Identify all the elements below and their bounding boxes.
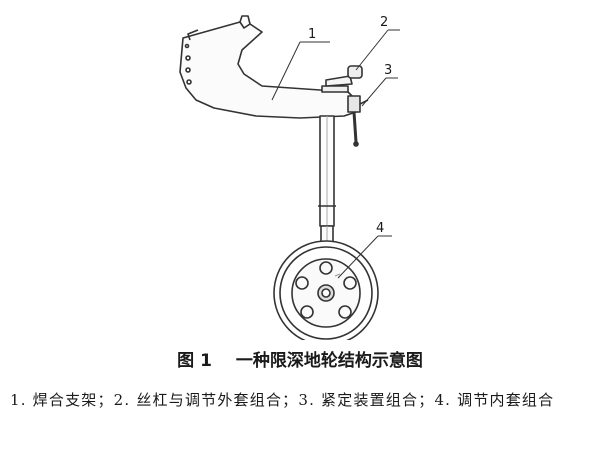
depth-wheel-diagram: 1 2 3 4 [179, 15, 400, 340]
welded-bracket [179, 21, 357, 119]
locking-device [347, 95, 369, 147]
crank-handle [325, 75, 353, 87]
wheel [273, 240, 379, 340]
callout-2: 2 [380, 15, 388, 30]
figure-legend: 1. 焊合支架；2. 丝杠与调节外套组合；3. 紧定装置组合；4. 调节内套组合 [10, 391, 555, 409]
callout-1: 1 [308, 27, 316, 42]
callout-4: 4 [376, 221, 384, 236]
callout-3: 3 [384, 63, 392, 78]
figure-title: 一种限深地轮结构示意图 [235, 351, 423, 371]
figure-caption: 图 1 一种限深地轮结构示意图 [0, 346, 600, 371]
figure-number: 图 1 [177, 351, 212, 371]
